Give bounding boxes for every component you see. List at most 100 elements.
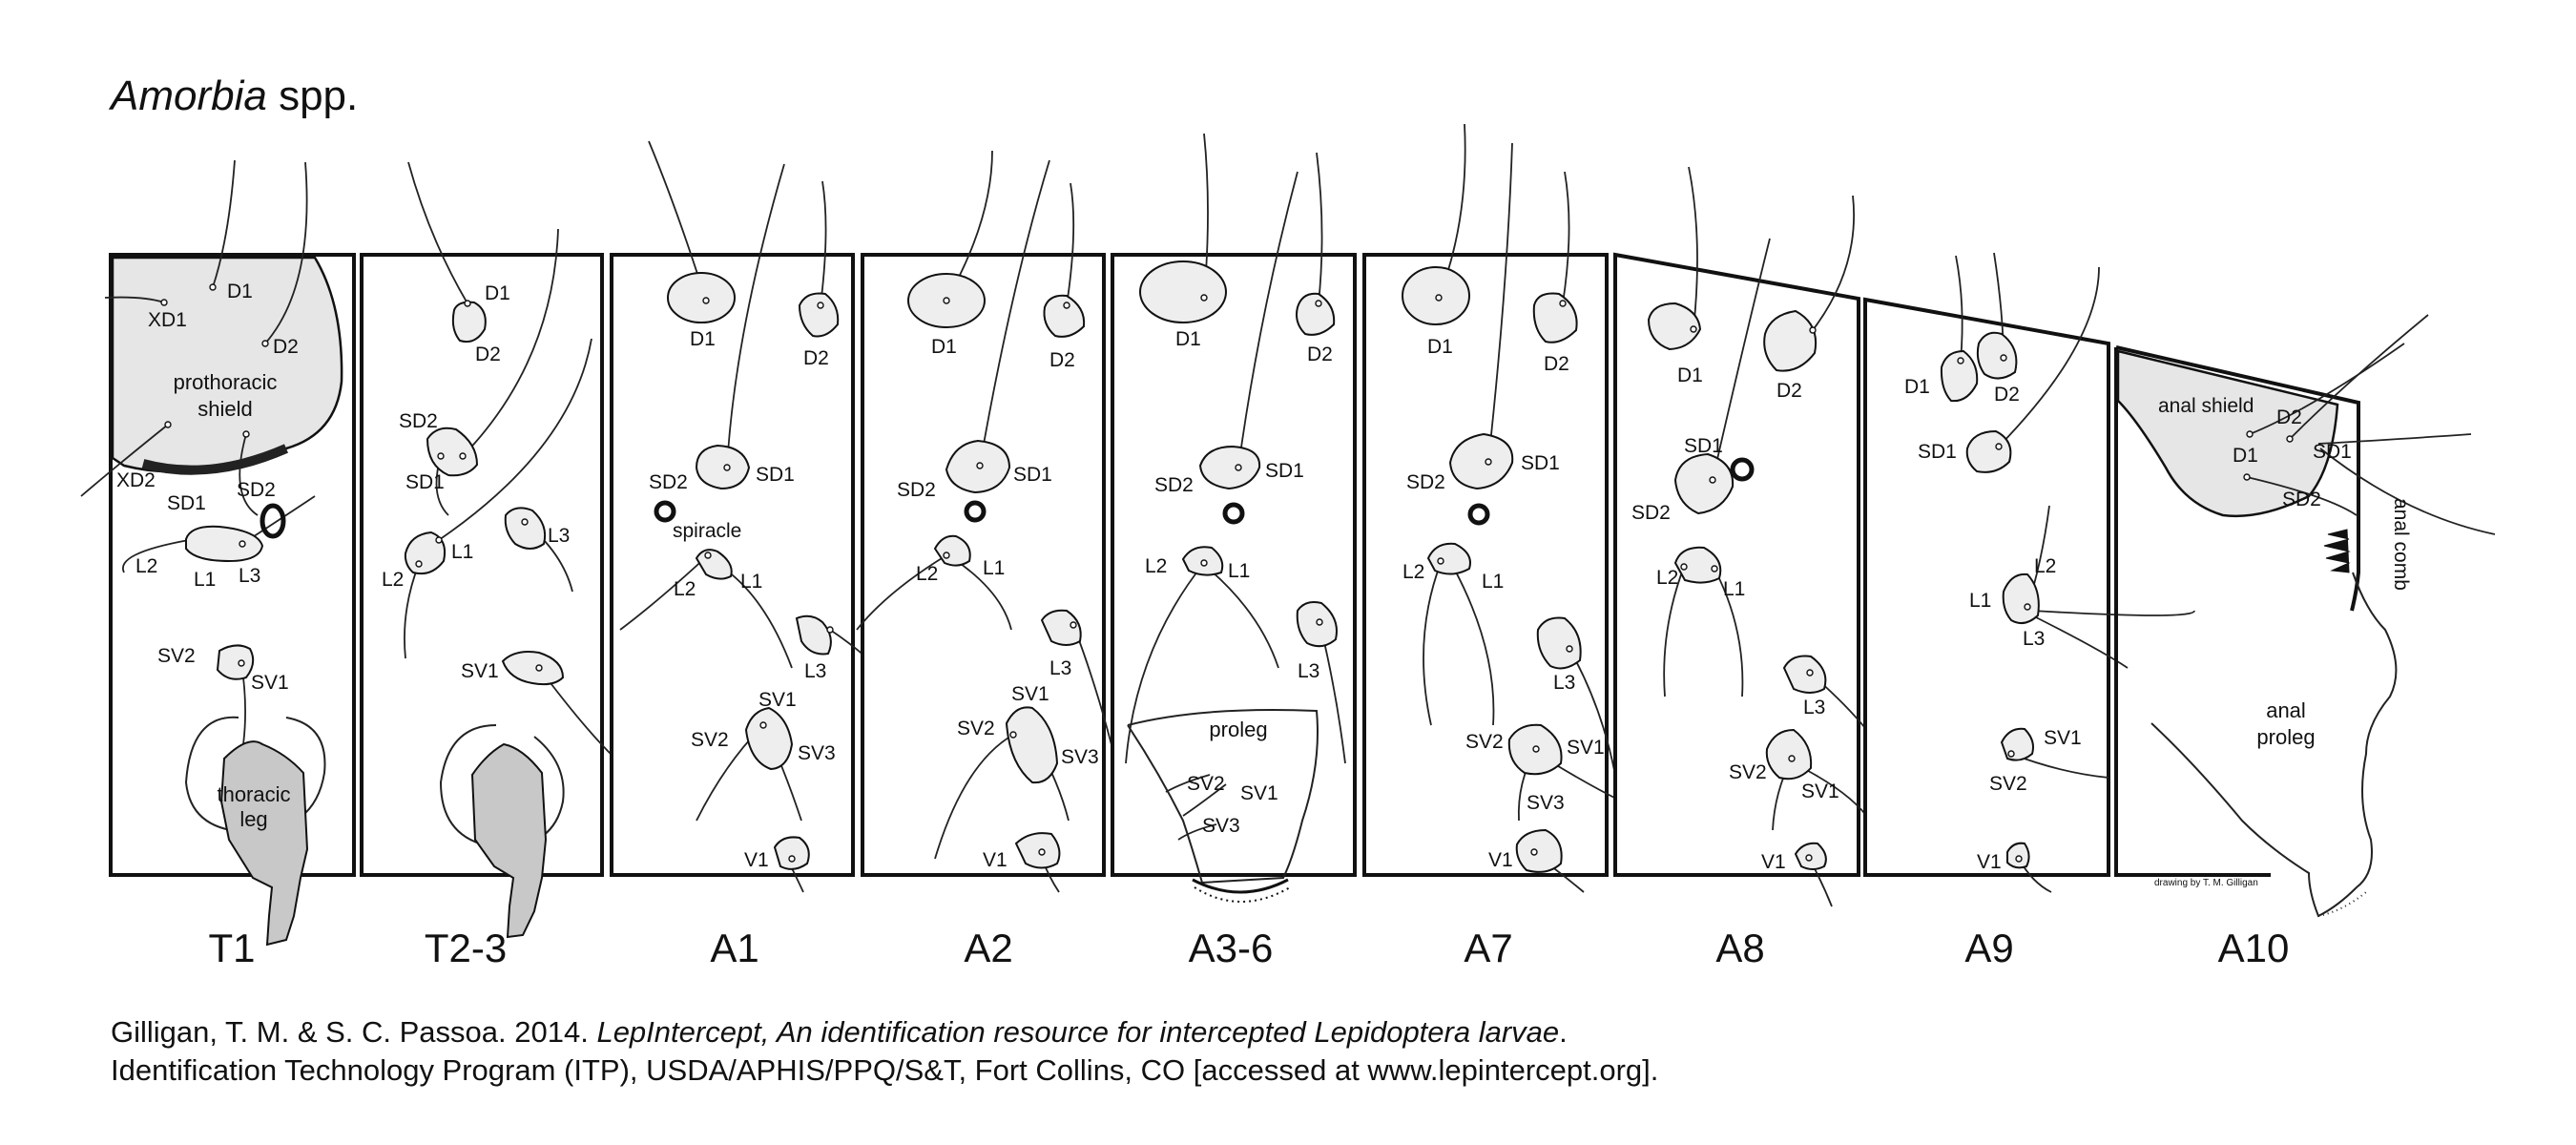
seta-hair: [1688, 166, 1698, 330]
segment-label-a8: A8: [1715, 926, 1764, 970]
thoracic-leg: [219, 740, 309, 947]
seta-dot: [704, 552, 712, 559]
spiracle-t1: [260, 503, 286, 539]
citation-authors: Gilligan, T. M. & S. C. Passoa. 2014.: [111, 1015, 596, 1049]
segment-box-a1: [610, 253, 855, 877]
label-sd1: SD1: [1013, 464, 1052, 486]
label-l2: L2: [2034, 555, 2056, 577]
title-suffix: spp.: [279, 73, 358, 119]
seta-dot: [2286, 435, 2294, 443]
label-sd2: SD2: [2282, 489, 2321, 510]
label-sv1: SV1: [1011, 683, 1049, 705]
seta-dot: [1806, 669, 1814, 677]
pinaculum-sd: [695, 444, 751, 490]
label-l1: L1: [983, 557, 1005, 579]
label-sv2: SV2: [1729, 761, 1767, 783]
label-sd2: SD2: [1154, 474, 1194, 496]
label-sd1: SD1: [1265, 460, 1304, 482]
segment-label-a7: A7: [1464, 926, 1512, 970]
seta-dot: [943, 297, 950, 304]
label-spiracle: spiracle: [673, 520, 741, 542]
seta-dot: [1995, 443, 2003, 450]
label-l1: L1: [1482, 571, 1504, 593]
seta-dot: [1200, 559, 1208, 567]
label-l1: L1: [451, 541, 473, 563]
pinaculum-d1: [1647, 302, 1702, 351]
label-d1: D1: [1904, 376, 1930, 398]
segment-labels: T1 T2-3 A1 A2 A3-6 A7 A8 A9 A10: [208, 926, 2289, 970]
crochets: [1194, 886, 1291, 903]
pinaculum-l: [185, 525, 264, 563]
label-l1: L1: [1723, 578, 1745, 600]
pinaculum-sv1: [501, 651, 565, 686]
seta-hair: [2246, 476, 2358, 516]
seta-dot: [1957, 357, 1964, 364]
label-d2: D2: [1776, 380, 1802, 402]
label-sd2: SD2: [1631, 502, 1671, 524]
label-l2: L2: [1145, 555, 1167, 577]
pinaculum-sd: [426, 427, 479, 477]
seta-hair: [239, 433, 259, 516]
segment-label-t1: T1: [208, 926, 255, 970]
seta-dot: [2246, 430, 2254, 438]
anal-proleg-outline: [2150, 572, 2398, 918]
seta-hair: [407, 161, 468, 304]
seta-hair: [2317, 433, 2472, 445]
label-proleg-2: proleg: [2256, 725, 2315, 749]
seta-hair: [619, 554, 709, 631]
segment-label-a1: A1: [710, 926, 758, 970]
seta-dot-sd: [242, 430, 250, 438]
label-v1: V1: [1761, 851, 1786, 873]
pinaculum-d2: [1976, 331, 2018, 380]
seta-hair: [1663, 566, 1685, 697]
seta-dot: [1009, 731, 1017, 739]
pinaculum-l3: [1040, 609, 1082, 646]
seta-dot: [1315, 300, 1322, 307]
seta-hair: [820, 180, 827, 306]
seta-dot: [1532, 745, 1540, 753]
label-v1: V1: [1488, 849, 1513, 871]
label-leg-1: thoracic: [217, 782, 290, 806]
label-sd1: SD1: [167, 492, 206, 514]
pinaculum-l3: [1782, 655, 1827, 694]
label-d1: D1: [2233, 445, 2258, 467]
pinaculum-v1: [1014, 832, 1061, 869]
seta-dot: [1711, 565, 1718, 572]
label-sd2: SD2: [649, 471, 688, 493]
seta-hair: [1203, 564, 1279, 669]
label-l3: L3: [239, 565, 260, 587]
segment-panel-a36: D1 D2 SD2 SD1 L2 L1 L3 proleg SV2 SV1 SV…: [1111, 133, 1357, 903]
pinaculum-sd: [1198, 445, 1261, 490]
seta-dot: [788, 855, 796, 863]
seta-hair: [2249, 343, 2405, 435]
citation-title: LepIntercept, An identification resource…: [596, 1015, 1559, 1049]
pinaculum-sv: [1005, 706, 1059, 784]
label-xd2: XD2: [116, 469, 156, 491]
seta-dot: [1690, 325, 1697, 333]
thoracic-leg: [470, 742, 548, 939]
pinaculum-l: [2002, 572, 2040, 625]
seta-dot: [1709, 476, 1716, 484]
label-sv1: SV1: [461, 660, 499, 682]
segment-panel-a8: D1 D2 SD1 SD2 L2 L1 L3 SV2 SV1 V1: [1613, 166, 1890, 907]
pinaculum-d1: [1139, 260, 1227, 323]
label-l2: L2: [674, 578, 696, 600]
seta-dot-l: [239, 540, 246, 548]
label-sd1: SD1: [756, 464, 795, 486]
label-d1: D1: [227, 281, 253, 302]
citation-line-1: Gilligan, T. M. & S. C. Passoa. 2014. Le…: [111, 1015, 1568, 1049]
seta-dot: [2000, 354, 2007, 362]
seta-dot: [943, 552, 950, 559]
seta-dot: [459, 452, 467, 460]
anal-shield: [2116, 349, 2339, 518]
label-sd2: SD2: [237, 479, 276, 501]
seta-dot: [435, 536, 443, 544]
label-shield-2: shield: [197, 397, 252, 421]
seta-dot: [535, 664, 543, 672]
seta-dot: [2015, 855, 2023, 863]
artist-credit: drawing by T. M. Gilligan: [2154, 878, 2258, 888]
seta-hair: [2031, 610, 2195, 616]
seta-dot: [817, 302, 824, 309]
label-l1: L1: [1969, 590, 1991, 612]
seta-dot: [1566, 645, 1573, 653]
